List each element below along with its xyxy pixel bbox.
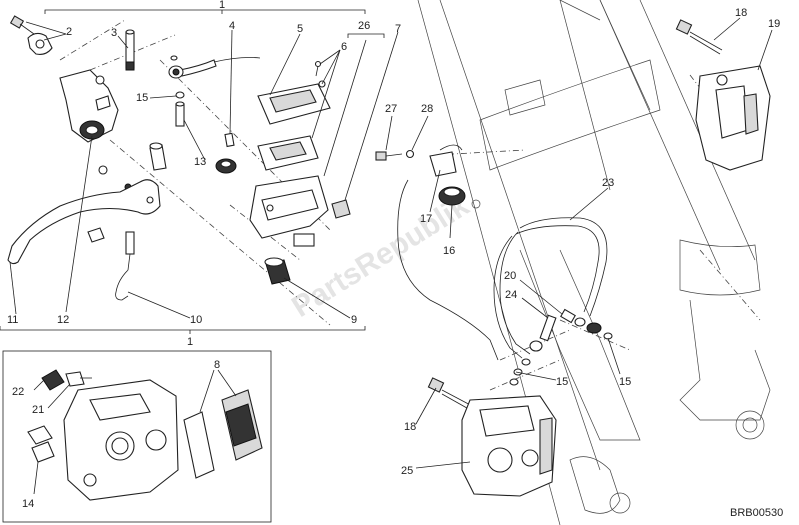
- callout-11: 11: [7, 314, 18, 326]
- callout-8: 8: [214, 359, 220, 371]
- reservoir-diaphragm: [257, 135, 319, 171]
- fluid-reservoir: [249, 175, 329, 247]
- leader-lines-top-left: [9, 21, 399, 319]
- group-bracket-top: [44, 9, 366, 14]
- caliper-bolt-top: [675, 19, 723, 55]
- banjo-bolt-lower: [529, 314, 557, 352]
- reservoir-hose: [168, 57, 261, 79]
- callout-17: 17: [420, 213, 432, 225]
- callout-22: 22: [12, 386, 24, 398]
- reservoir-screw: [215, 132, 237, 174]
- callout-18-top: 18: [735, 7, 747, 19]
- caliper-detail-box: [2, 350, 272, 523]
- callout-28: 28: [421, 103, 433, 115]
- bleed-valve: [65, 371, 92, 387]
- callout-15-right: 15: [619, 376, 631, 388]
- reservoir-grommet: [264, 257, 291, 285]
- callout-18-bottom: 18: [404, 421, 416, 433]
- group-bracket-bottom: [0, 326, 366, 334]
- master-cylinder-body: [59, 69, 119, 143]
- callout-1-top: 1: [219, 0, 225, 11]
- dust-boot: [149, 142, 167, 171]
- callout-25: 25: [401, 465, 413, 477]
- callout-15-mid: 15: [556, 376, 568, 388]
- caliper-left-detail: [63, 379, 179, 501]
- pad-spring: [27, 425, 55, 463]
- bleed-valve-cap: [41, 369, 65, 391]
- callout-9: 9: [351, 314, 357, 326]
- assembly-reference-lines: [59, 19, 761, 391]
- bracket-screw: [375, 151, 403, 161]
- callout-27: 27: [385, 103, 397, 115]
- grommet: [438, 186, 466, 206]
- handlebar-clamp: [27, 32, 53, 55]
- brake-lever: [7, 179, 161, 265]
- group-bracket-26: [347, 33, 385, 38]
- callout-23: 23: [602, 177, 614, 189]
- clamp-screw: [9, 15, 35, 35]
- callout-21: 21: [32, 404, 44, 416]
- callout-24: 24: [505, 289, 517, 301]
- callout-3: 3: [111, 27, 117, 39]
- callout-16: 16: [443, 245, 455, 257]
- callout-6: 6: [341, 41, 347, 53]
- brake-line-upper: [397, 179, 499, 361]
- callout-15-left: 15: [136, 92, 148, 104]
- leader-lines-middle: [385, 115, 453, 239]
- brake-light-switch: [87, 227, 135, 301]
- bracket-washer: [405, 149, 415, 159]
- brake-pads: [183, 389, 263, 479]
- drawing-code: BRB00530: [730, 507, 783, 519]
- callout-14: 14: [22, 498, 34, 510]
- banjo-washers: [509, 358, 531, 386]
- lever-nut: [98, 165, 108, 175]
- callout-19: 19: [768, 18, 780, 30]
- callout-5: 5: [297, 23, 303, 35]
- brake-hose: [493, 217, 608, 359]
- pivot-pin: [125, 29, 135, 71]
- brake-caliper-left: [461, 395, 557, 497]
- leader-lines-bottom-middle: [415, 187, 621, 469]
- callout-20: 20: [504, 270, 516, 282]
- leader-lines-top-right: [713, 17, 773, 71]
- callout-13: 13: [194, 156, 206, 168]
- callout-2: 2: [66, 26, 72, 38]
- callout-7: 7: [395, 23, 401, 35]
- callout-4: 4: [229, 20, 235, 32]
- callout-1-bottom: 1: [187, 336, 193, 348]
- callout-10: 10: [190, 314, 202, 326]
- leader-lines-box: [33, 369, 237, 495]
- banjo-bolt-upper: [560, 308, 613, 340]
- brake-caliper-right: [695, 65, 771, 171]
- callout-26: 26: [358, 20, 370, 32]
- reservoir-seal: [331, 199, 351, 219]
- callout-12: 12: [57, 314, 69, 326]
- brake-line-bracket: [429, 144, 481, 209]
- banjo-fitting-left: [170, 55, 185, 127]
